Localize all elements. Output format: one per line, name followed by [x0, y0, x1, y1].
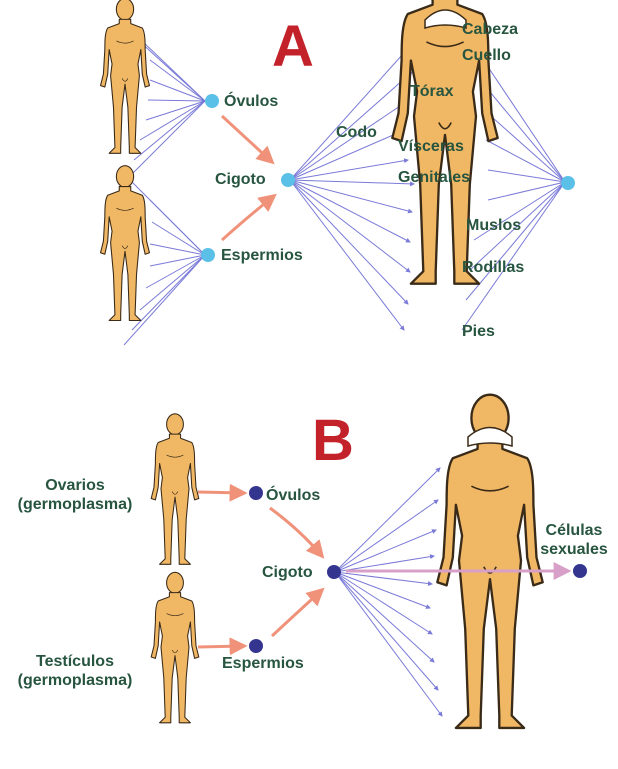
label-viscera: Vísceras — [398, 137, 464, 156]
sex-cells-line2: sexuales — [530, 540, 618, 559]
panel-a-rays-converge — [462, 40, 565, 330]
panel-a-sperm-cell — [201, 248, 215, 262]
panel-b-zygote-label: Cigoto — [262, 563, 313, 582]
panel-b-female-figure — [151, 414, 199, 565]
panel-b-sperm-label: Espermios — [222, 654, 304, 673]
panel-b-testes-label: Testículos (germoplasma) — [0, 652, 150, 690]
testes-line1: Testículos — [0, 652, 150, 671]
panel-a-ovule-cell — [205, 94, 219, 108]
panel-a-ovules-label: Óvulos — [224, 92, 278, 111]
panel-b-zygote-cell — [327, 565, 341, 579]
label-thighs: Muslos — [466, 216, 521, 235]
panel-b-sex-cell — [573, 564, 587, 578]
ovaries-line2: (germoplasma) — [0, 495, 150, 514]
label-neck: Cuello — [462, 46, 511, 65]
panel-a-female-figure — [101, 0, 150, 153]
panel-a-germ-cell — [561, 176, 575, 190]
panel-b-sex-cells-label: Células sexuales — [530, 521, 618, 559]
panel-b-ovules-label: Óvulos — [266, 486, 320, 505]
panel-b-letter: B — [312, 412, 354, 470]
panel-a-zygote-cell — [281, 173, 295, 187]
label-thorax: Tórax — [410, 82, 454, 101]
panel-b-rays — [335, 468, 442, 716]
panel-b-male-figure — [151, 572, 199, 723]
label-head: Cabeza — [462, 20, 518, 39]
testes-line2: (germoplasma) — [0, 671, 150, 690]
label-genitals: Genitales — [398, 168, 470, 187]
ovaries-line1: Ovarios — [0, 476, 150, 495]
panel-a-rays-zygote — [290, 44, 414, 330]
panel-b-large-figure — [437, 395, 542, 728]
panel-b-sperm-cell — [249, 639, 263, 653]
panel-b-ovule-cell — [249, 486, 263, 500]
panel-a-male-figure — [101, 166, 150, 321]
label-elbow: Codo — [336, 123, 377, 142]
panel-a-zygote-label: Cigoto — [215, 170, 266, 189]
sex-cells-line1: Células — [530, 521, 618, 540]
panel-a-letter: A — [272, 18, 314, 76]
panel-b-ovaries-label: Ovarios (germoplasma) — [0, 476, 150, 514]
label-feet: Pies — [462, 322, 495, 341]
panel-a-sperm-label: Espermios — [221, 246, 303, 265]
label-knees: Rodillas — [462, 258, 524, 277]
